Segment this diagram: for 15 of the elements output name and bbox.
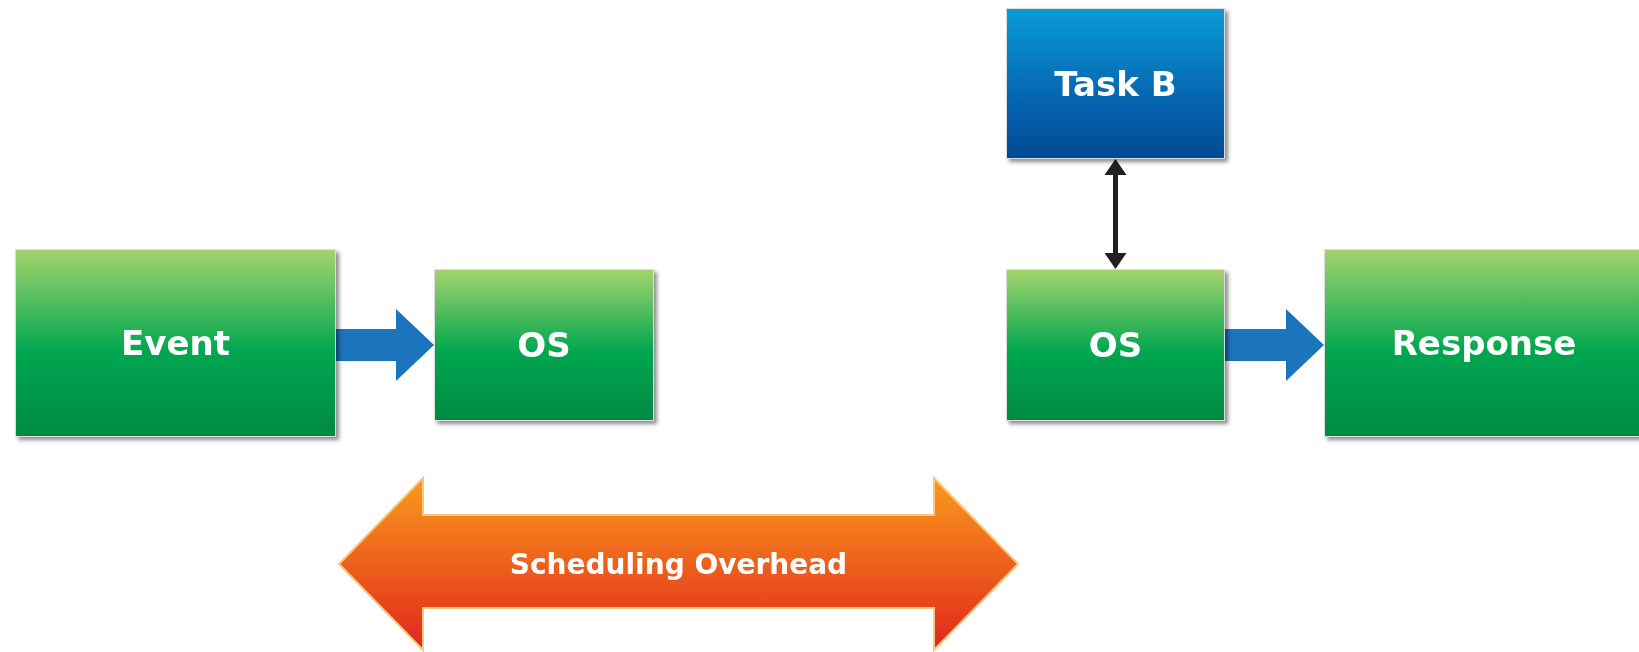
box-label: Response (1391, 323, 1577, 363)
box-label: OS (1088, 325, 1143, 365)
process-box (15, 249, 336, 437)
box-label: Event (121, 323, 230, 363)
box-label: Task B (1054, 63, 1177, 104)
box-label: Scheduling Overhead (509, 547, 848, 581)
block-arrow (336, 309, 434, 381)
process-box (1324, 249, 1639, 437)
process-box (1006, 8, 1225, 159)
process-box (1006, 269, 1225, 421)
arrow (1104, 159, 1127, 269)
process-box (434, 269, 654, 421)
double-arrow-band (338, 476, 1019, 652)
block-arrow (1225, 309, 1324, 381)
box-label: OS (517, 325, 571, 365)
